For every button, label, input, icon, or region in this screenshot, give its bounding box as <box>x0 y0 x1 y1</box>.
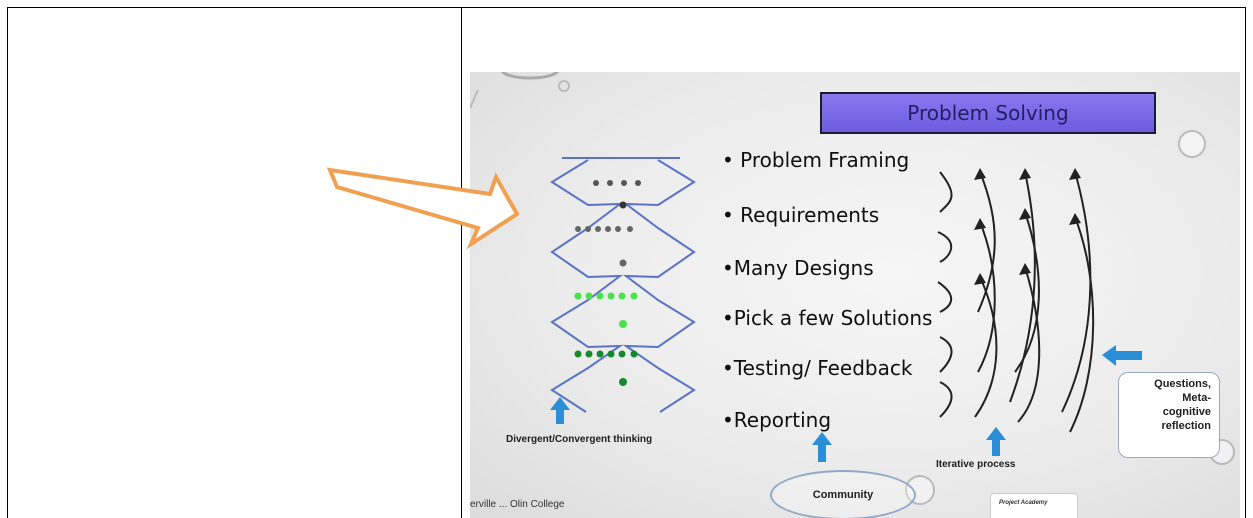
table-border-top <box>8 7 1245 8</box>
questions-box: Questions, Meta- cognitive reflection <box>1118 372 1220 458</box>
table-border-right <box>1245 7 1246 518</box>
table-border-middle <box>461 7 462 518</box>
questions-line: Meta- <box>1182 392 1211 404</box>
iterative-caption: Iterative process <box>936 459 1016 470</box>
community-ellipse: Community <box>770 470 916 518</box>
up-arrow-icon <box>550 397 1006 462</box>
questions-line: Questions, <box>1154 378 1211 390</box>
bullet-item: •Pick a few Solutions <box>722 306 933 330</box>
bullet-item: • Requirements <box>722 203 880 227</box>
project-academy-logo: Project Academy <box>990 493 1078 518</box>
bullet-item: •Many Designs <box>722 256 874 280</box>
bullet-item: •Reporting <box>722 408 832 432</box>
slide-title-box: Problem Solving <box>820 92 1156 134</box>
logo-text: Project Academy <box>999 500 1048 506</box>
slide-title: Problem Solving <box>907 101 1069 125</box>
slide-footer: erville ... Olin College <box>470 499 565 510</box>
curved-arrow-icon <box>937 171 1095 433</box>
curved-arrow-heads <box>974 168 1081 285</box>
left-arrow-icon <box>1102 345 1142 366</box>
community-label: Community <box>812 489 874 501</box>
questions-line: reflection <box>1161 420 1211 432</box>
slide-graphics <box>470 72 1235 505</box>
bullet-item: • Problem Framing <box>722 148 910 172</box>
questions-line: cognitive <box>1162 406 1211 418</box>
table-border-left <box>7 7 8 518</box>
bullet-item: •Testing/ Feedback <box>722 356 913 380</box>
divergent-caption: Divergent/Convergent thinking <box>506 434 653 445</box>
zigzag-diagram <box>550 157 696 413</box>
slide-image: Problem Solving • Problem Framing • Requ… <box>470 72 1240 518</box>
dot-rows <box>574 180 641 386</box>
